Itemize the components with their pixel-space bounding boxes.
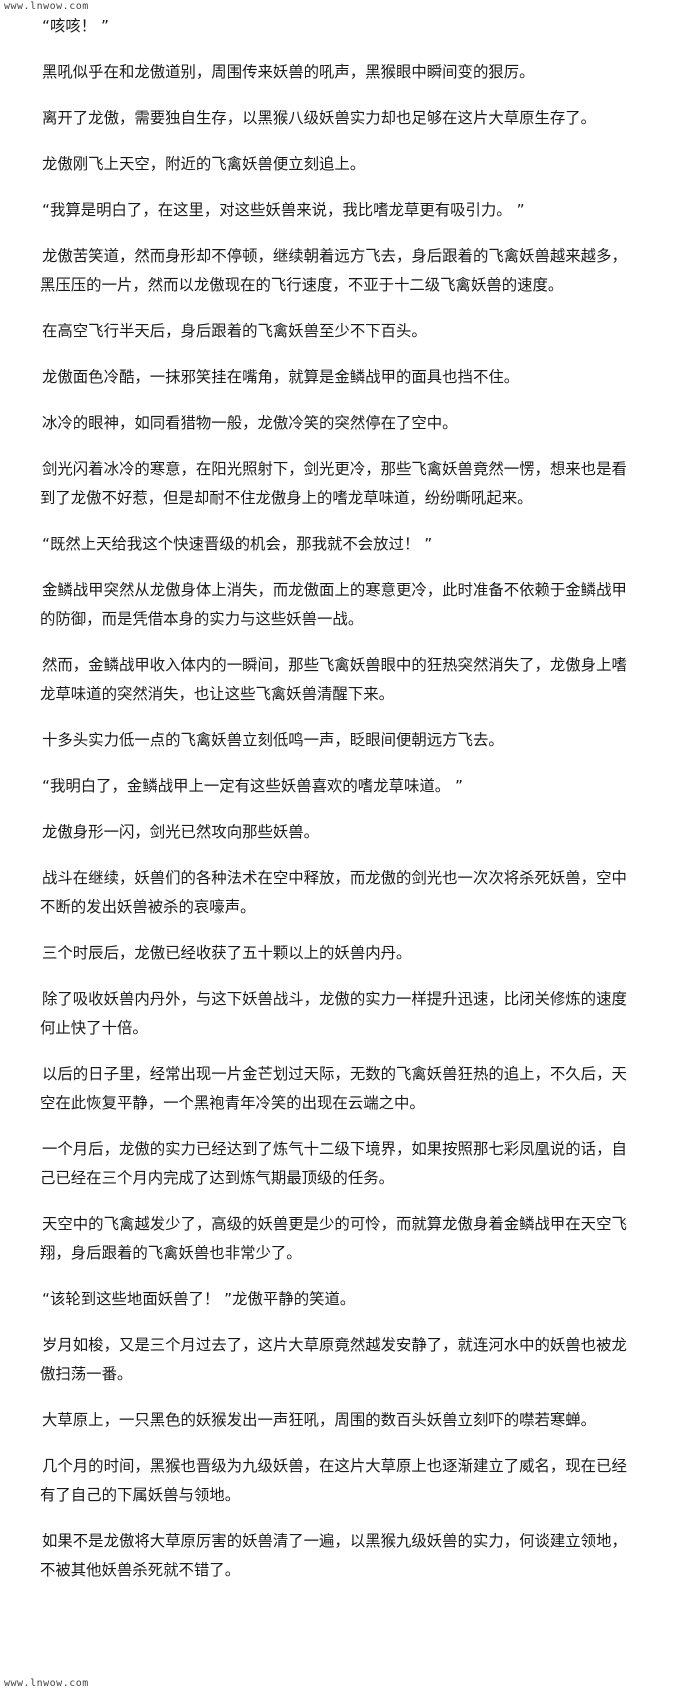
paragraph: 在高空飞行半天后，身后跟着的飞禽妖兽至少不下百头。 bbox=[42, 322, 427, 340]
paragraph: 龙傲刚飞上天空，附近的飞禽妖兽便立刻追上。 bbox=[42, 155, 366, 173]
paragraph: “我算是明白了，在这里，对这些妖兽来说，我比嗜龙草更有吸引力。 ” bbox=[42, 201, 525, 219]
paragraph: 龙傲身形一闪，剑光已然攻向那些妖兽。 bbox=[42, 823, 320, 841]
paragraph: 如果不是龙傲将大草原厉害的妖兽清了一遍，以黑猴九级妖兽的实力，何谈建立领地，不被… bbox=[40, 1532, 627, 1579]
paragraph: 十多头实力低一点的飞禽妖兽立刻低鸣一声，眨眼间便朝远方飞去。 bbox=[42, 731, 504, 749]
paragraph: 龙傲面色冷酷，一抹邪笑挂在嘴角，就算是金鳞战甲的面具也挡不住。 bbox=[42, 368, 520, 386]
paragraph: 冰冷的眼神，如同看猎物一般，龙傲冷笑的突然停在了空中。 bbox=[42, 414, 458, 432]
paragraph: 一个月后，龙傲的实力已经达到了炼气十二级下境界，如果按照那七彩凤凰说的话，自己已… bbox=[40, 1140, 627, 1187]
paragraph: 然而，金鳞战甲收入体内的一瞬间，那些飞禽妖兽眼中的狂热突然消失了，龙傲身上嗜龙草… bbox=[40, 656, 627, 703]
paragraph: 大草原上，一只黑色的妖猴发出一声狂吼，周围的数百头妖兽立刻吓的噤若寒蝉。 bbox=[42, 1411, 597, 1429]
paragraph: 几个月的时间，黑猴也晋级为九级妖兽，在这片大草原上也逐渐建立了威名，现在已经有了… bbox=[40, 1457, 627, 1504]
watermark-bottom: www.lnwow.com bbox=[4, 1678, 89, 1689]
paragraph: “我明白了，金鳞战甲上一定有这些妖兽喜欢的嗜龙草味道。 ” bbox=[42, 777, 463, 795]
paragraph: “既然上天给我这个快速晋级的机会，那我就不会放过！ ” bbox=[42, 535, 433, 553]
paragraph: 离开了龙傲，需要独自生存，以黑猴八级妖兽实力却也足够在这片大草原生存了。 bbox=[42, 109, 597, 127]
paragraph: 战斗在继续，妖兽们的各种法术在空中释放，而龙傲的剑光也一次次将杀死妖兽，空中不断… bbox=[40, 869, 627, 916]
paragraph: 岁月如梭，又是三个月过去了，这片大草原竟然越发安静了，就连河水中的妖兽也被龙傲扫… bbox=[40, 1336, 627, 1383]
paragraph: 除了吸收妖兽内丹外，与这下妖兽战斗，龙傲的实力一样提升迅速，比闭关修炼的速度何止… bbox=[40, 990, 627, 1037]
article-body: “咳咳！ ” 黑吼似乎在和龙傲道别，周围传来妖兽的吼声，黑猴眼中瞬间变的狠厉。 … bbox=[0, 12, 680, 1602]
paragraph: 三个时辰后，龙傲已经收获了五十颗以上的妖兽内丹。 bbox=[42, 944, 412, 962]
paragraph: 天空中的飞禽越发少了，高级的妖兽更是少的可怜，而就算龙傲身着金鳞战甲在天空飞翔，… bbox=[40, 1215, 627, 1262]
paragraph: 以后的日子里，经常出现一片金芒划过天际，无数的飞禽妖兽狂热的追上，不久后，天空在… bbox=[40, 1065, 627, 1112]
paragraph: 金鳞战甲突然从龙傲身体上消失，而龙傲面上的寒意更冷，此时准备不依赖于金鳞战甲的防… bbox=[40, 581, 627, 628]
watermark-top: www.lnwow.com bbox=[4, 1, 89, 12]
paragraph: 龙傲苦笑道，然而身形却不停顿，继续朝着远方飞去，身后跟着的飞禽妖兽越来越多，黑压… bbox=[40, 247, 627, 294]
paragraph: “该轮到这些地面妖兽了！ ”龙傲平静的笑道。 bbox=[42, 1290, 356, 1308]
paragraph: 黑吼似乎在和龙傲道别，周围传来妖兽的吼声，黑猴眼中瞬间变的狠厉。 bbox=[42, 63, 535, 81]
paragraph: 剑光闪着冰冷的寒意，在阳光照射下，剑光更冷，那些飞禽妖兽竟然一愣，想来也是看到了… bbox=[40, 460, 627, 507]
paragraph: “咳咳！ ” bbox=[42, 17, 110, 35]
